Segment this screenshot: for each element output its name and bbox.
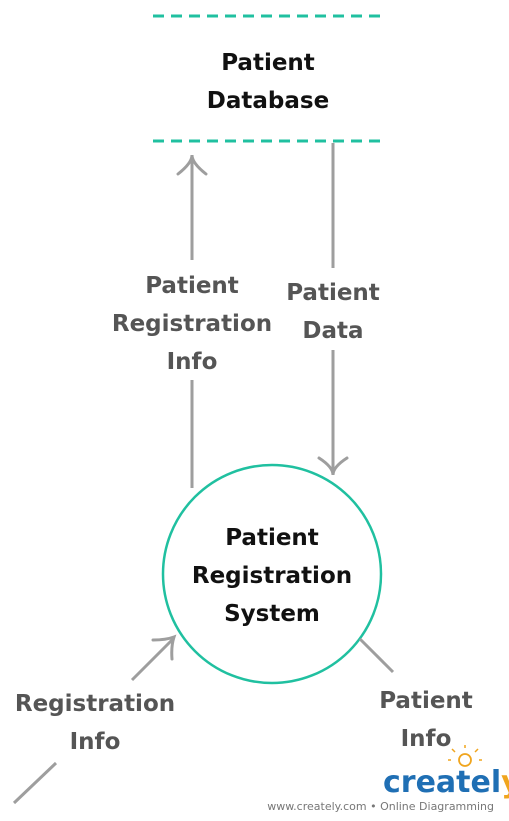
arrowhead-down-icon [317,456,349,476]
data-store-label-line1: Patient [221,50,315,76]
flow-line-upper [130,637,175,682]
flow-line [358,637,395,674]
flow-label-line2: Info [70,729,121,755]
flow-label-line2: Data [302,318,363,344]
flow-patient-registration-info[interactable]: Patient Registration Info [112,154,272,488]
data-store-patient-database[interactable]: Patient Database [153,14,383,143]
process-circle [161,463,383,685]
flow-label-line2: Registration [112,311,272,337]
logo-y-letter: y [501,765,509,800]
flow-label-line1: Registration [15,691,175,717]
process-label-line3: System [224,601,320,627]
flow-label-line3: Info [167,349,218,375]
flow-patient-data[interactable]: Patient Data [286,143,380,476]
process-patient-registration-system[interactable]: Patient Registration System [161,463,383,685]
creately-tagline: www.creately.com • Online Diagramming [267,800,494,813]
process-label-line2: Registration [192,563,352,589]
logo-main-text: createl [383,765,501,800]
flow-patient-info[interactable]: Patient Info [358,637,473,752]
flow-line-lower [12,761,58,805]
lightbulb-icon [448,745,482,767]
flow-label-line1: Patient [145,273,239,299]
arrowhead-diagonal-icon [151,634,177,661]
arrowhead-up-icon [176,154,208,176]
creately-logo: creately [383,765,509,800]
data-store-label-line2: Database [207,88,329,114]
creately-watermark: creately www.creately.com • Online Diagr… [267,745,509,813]
flow-label-line2: Info [401,726,452,752]
flow-label-line1: Patient [379,688,473,714]
flow-label-line1: Patient [286,280,380,306]
process-label-line1: Patient [225,525,319,551]
flow-registration-info[interactable]: Registration Info [12,634,177,805]
